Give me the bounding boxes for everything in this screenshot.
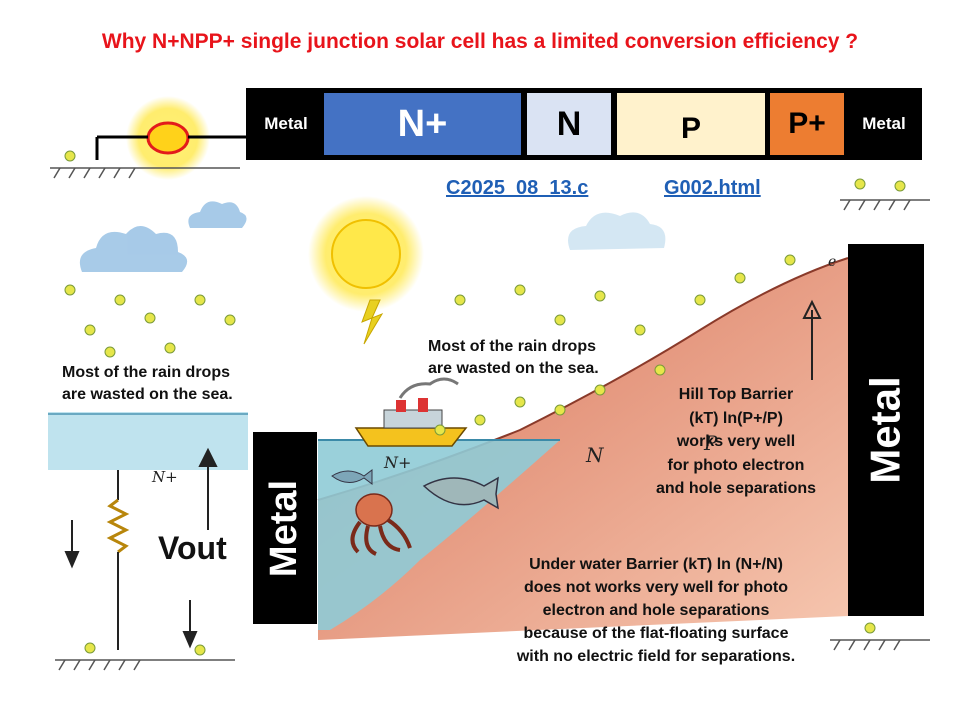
note-line: Under water Barrier (kT) ln (N+/N) — [529, 556, 783, 573]
note-line: Most of the rain drops — [428, 338, 596, 355]
sun-icon — [308, 196, 424, 345]
scene-label-e: e — [828, 254, 836, 270]
scene-label-n: N — [585, 443, 605, 467]
ground-hatch — [50, 167, 930, 671]
note-under-water-barrier: Under water Barrier (kT) ln (N+/N) does … — [486, 553, 826, 668]
note-line: are wasted on the sea. — [428, 360, 599, 377]
note-hill-top-barrier: Hill Top Barrier (kT) ln(P+/P) works ver… — [636, 383, 836, 501]
scene-label-nplus-left: N+ — [151, 468, 178, 486]
link-html-page[interactable]: G002.html — [664, 177, 761, 199]
note-line: electron and hole separations — [542, 602, 770, 619]
octopus-icon — [350, 493, 412, 556]
note-rain-mid: Most of the rain drops are wasted on the… — [428, 336, 648, 380]
vout-label: Vout — [158, 530, 227, 566]
metal-right-label: Metal — [862, 376, 910, 484]
scene-label-p: P — [703, 431, 718, 455]
metal-contact-mid: Metal — [253, 432, 317, 624]
note-line: does not works very well for photo — [523, 579, 789, 596]
n-plus-segment: N+ — [324, 93, 521, 155]
fish-icon — [331, 469, 499, 510]
metal-left-segment: Metal — [250, 93, 322, 155]
metal-mid-label: Metal — [263, 479, 306, 577]
note-line: Most of the rain drops — [62, 364, 230, 381]
sea-left — [48, 412, 248, 470]
link-c-source[interactable]: C2025_08_13.c — [446, 177, 589, 199]
scene-label-nplus: N+ — [383, 453, 411, 472]
p-segment: P — [617, 93, 765, 155]
ship-icon — [354, 377, 468, 447]
note-line: Hill Top Barrier — [678, 386, 794, 403]
note-rain-left: Most of the rain drops are wasted on the… — [62, 362, 282, 406]
junction-bar: Metal N+ N P P+ Metal — [246, 88, 922, 160]
sea-nplus-region — [318, 440, 560, 630]
hill-p-region — [318, 258, 848, 640]
note-line: with no electric field for separations. — [516, 648, 796, 665]
metal-contact-right: Metal — [848, 244, 924, 616]
n-segment: N — [527, 93, 611, 155]
metal-right-segment: Metal — [846, 93, 922, 155]
note-line: (kT) ln(P+/P) — [689, 409, 783, 427]
note-line: works very well — [676, 433, 796, 450]
note-line: and hole separations — [655, 480, 817, 497]
rain-drops — [64, 150, 906, 656]
note-line: for photo electron — [667, 456, 805, 474]
small-sun-icon — [126, 96, 210, 180]
p-plus-segment: P+ — [770, 93, 844, 155]
note-line: are wasted on the sea. — [62, 386, 233, 403]
cloud-icon — [79, 201, 666, 272]
page-title: Why N+NPP+ single junction solar cell ha… — [101, 30, 859, 53]
arrow-icon — [64, 299, 822, 649]
note-line: because of the flat-floating surface — [523, 625, 789, 642]
load-resistor-icon — [106, 470, 130, 650]
